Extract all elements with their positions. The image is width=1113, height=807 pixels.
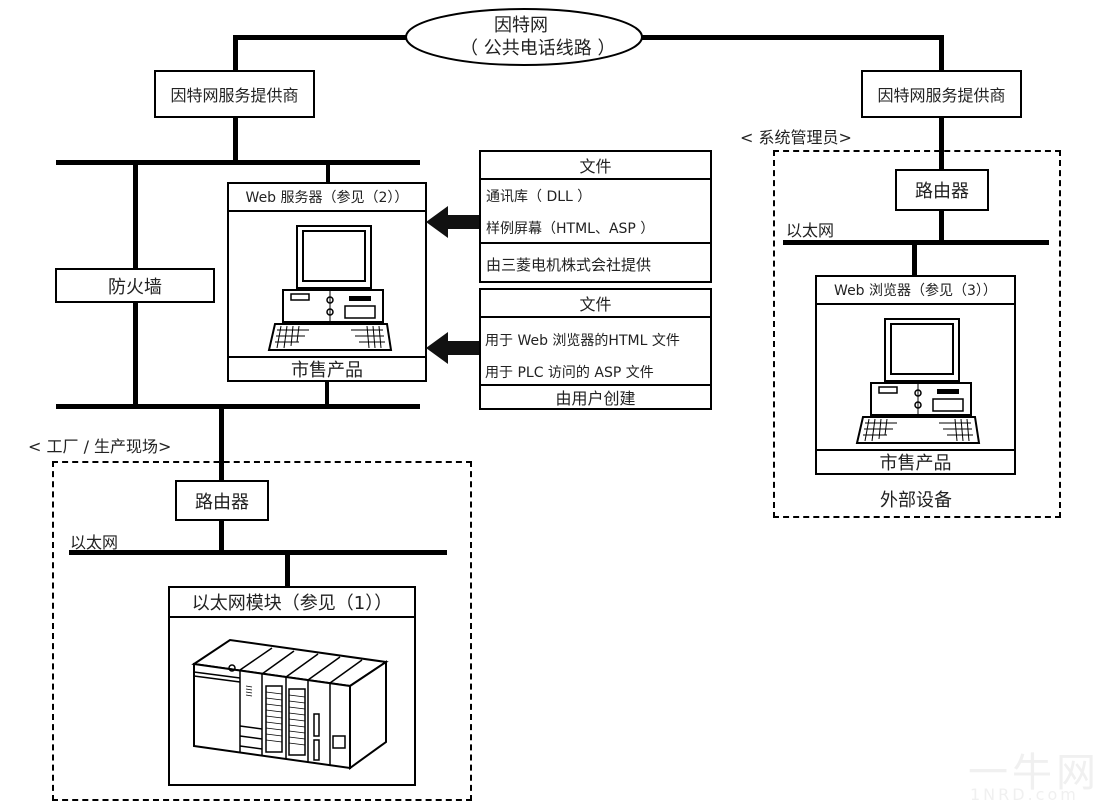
- ethernet-module-header: 以太网模块（参见（1））: [191, 593, 393, 614]
- link-internet-to-isp-left-h: [233, 35, 407, 40]
- web-browser-header: Web 浏览器（参见（3））: [834, 283, 997, 299]
- plc-rack-icon: [191, 638, 389, 770]
- factory-ethernet-label: 以太网: [70, 533, 119, 552]
- link-internet-to-isp-right-v: [939, 35, 944, 71]
- factory-zone-boundary: [52, 461, 472, 801]
- link-factory-ethernet-to-module: [285, 552, 290, 588]
- firewall-box: 防火墙: [55, 268, 215, 303]
- internet-title: 因特网: [494, 15, 548, 36]
- link-isp-right-to-router: [939, 117, 944, 171]
- web-browser-footer: 市售产品: [817, 449, 1014, 474]
- files-provided-box: 文件 通讯库（ DLL ） 样例屏幕（HTML、ASP ） 由三菱电机株式会社提…: [479, 150, 712, 283]
- link-admin-router-to-ethernet: [939, 210, 944, 243]
- firewall-line-bottom: [133, 302, 138, 406]
- desktop-computer-icon: [267, 225, 393, 351]
- files-provided-header: 文件: [579, 157, 612, 176]
- ethernet-module-image-area: [170, 616, 414, 784]
- upper-network-bus: [56, 160, 420, 165]
- lower-network-bus: [56, 404, 420, 409]
- link-bus-to-webserver: [326, 160, 330, 186]
- admin-router-box: 路由器: [895, 169, 989, 211]
- files-provided-item: 通讯库（ DLL ）: [486, 189, 592, 205]
- link-lower-bus-to-factory: [219, 406, 224, 486]
- files-user-item: 用于 Web 浏览器的HTML 文件: [485, 333, 680, 349]
- firewall-label: 防火墙: [108, 276, 162, 298]
- factory-router-box: 路由器: [175, 480, 269, 521]
- isp-right-label: 因特网服务提供商: [877, 86, 1006, 105]
- files-user-footer: 由用户创建: [481, 384, 710, 408]
- factory-ethernet-bus: [69, 550, 447, 555]
- watermark-url: 1NRD.com: [970, 785, 1079, 804]
- web-browser-image-area: [817, 303, 1014, 449]
- firewall-line-top: [133, 163, 138, 271]
- factory-zone-label: < 工厂 / 生产现场>: [28, 437, 172, 456]
- isp-left-box: 因特网服务提供商: [154, 70, 315, 118]
- web-browser-box: Web 浏览器（参见（3）） 市售产品: [815, 275, 1016, 475]
- admin-ethernet-label: 以太网: [786, 221, 835, 240]
- files-user-item: 用于 PLC 访问的 ASP 文件: [485, 365, 654, 381]
- link-factory-router-to-ethernet: [219, 520, 224, 553]
- admin-zone-boundary: [773, 150, 1061, 518]
- isp-right-box: 因特网服务提供商: [861, 70, 1022, 118]
- web-server-footer: 市售产品: [229, 356, 425, 381]
- ethernet-module-box: 以太网模块（参见（1））: [168, 586, 416, 786]
- web-server-image-area: [229, 210, 425, 356]
- files-user-header: 文件: [579, 295, 612, 314]
- admin-zone-label: < 系统管理员>: [740, 128, 852, 147]
- isp-left-label: 因特网服务提供商: [170, 86, 299, 105]
- files-user-list: 用于 Web 浏览器的HTML 文件 用于 PLC 访问的 ASP 文件: [481, 316, 710, 384]
- arrow-left-icon: [426, 332, 482, 364]
- admin-router-label: 路由器: [915, 181, 969, 202]
- files-user-box: 文件 用于 Web 浏览器的HTML 文件 用于 PLC 访问的 ASP 文件 …: [479, 288, 712, 410]
- link-internet-to-isp-right-h: [641, 35, 944, 40]
- desktop-computer-icon: [855, 318, 981, 444]
- link-webserver-to-lower-bus: [325, 380, 329, 408]
- files-provided-item: 样例屏幕（HTML、ASP ）: [486, 221, 655, 237]
- external-device-label: 外部设备: [880, 490, 952, 511]
- watermark-logo: 一牛网: [968, 750, 1100, 796]
- web-server-header: Web 服务器（参见（2））: [245, 190, 409, 206]
- files-provided-list: 通讯库（ DLL ） 样例屏幕（HTML、ASP ）: [481, 178, 710, 242]
- files-provided-footer: 由三菱电机株式会社提供: [481, 242, 710, 281]
- link-internet-to-isp-left-v: [233, 35, 238, 71]
- factory-router-label: 路由器: [195, 491, 249, 513]
- arrow-left-icon: [426, 206, 482, 238]
- internet-subtitle: （ 公共电话线路 ）: [460, 38, 616, 59]
- web-server-box: Web 服务器（参见（2）） 市售产品: [227, 182, 427, 382]
- files-provided-footer-text: 由三菱电机株式会社提供: [486, 256, 652, 274]
- link-admin-ethernet-to-browser: [912, 242, 917, 277]
- link-isp-left-to-bus: [233, 117, 238, 163]
